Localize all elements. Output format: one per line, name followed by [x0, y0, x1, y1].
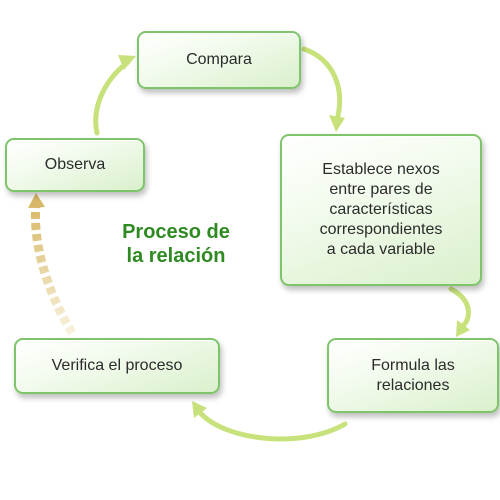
arrow-compara-to-establece-head — [329, 115, 345, 132]
arrow-establece-to-formula — [448, 286, 471, 330]
step-verifica: Verifica el proceso — [14, 338, 220, 394]
step-verifica-label: Verifica el proceso — [51, 357, 183, 374]
step-formula-line-2: relaciones — [376, 376, 450, 394]
arrow-formula-to-verifica — [195, 407, 348, 442]
step-establece-nexos: Establece nexos entre pares de caracterí… — [280, 134, 482, 286]
step-establece-line-5: a cada variable — [326, 241, 436, 258]
step-compara: Compara — [137, 31, 301, 89]
step-formula: Formula las relaciones — [327, 338, 499, 413]
diagram-title-line-2: la relación — [126, 245, 226, 267]
step-establece-line-2: entre pares de — [329, 181, 433, 198]
step-observa: Observa — [5, 138, 145, 192]
step-establece-line-4: correspondientes — [319, 221, 443, 238]
diagram-title-line-1: Proceso de — [122, 221, 230, 243]
step-formula-line-1: Formula las — [371, 356, 455, 374]
step-establece-line-3: características — [329, 201, 433, 218]
diagram-title: Proceso de la relación — [96, 220, 256, 268]
step-compara-label: Compara — [186, 51, 252, 68]
step-establece-line-1: Establece nexos — [322, 161, 440, 178]
arrow-formula-to-verifica-head — [192, 401, 207, 418]
arrow-observa-to-compara-head — [118, 55, 136, 70]
arrow-establece-to-formula-head — [456, 320, 470, 337]
step-observa-label: Observa — [44, 156, 106, 173]
arrow-verifica-to-observa-head — [28, 193, 45, 208]
arrow-compara-to-establece — [301, 46, 343, 123]
arrow-verifica-to-observa — [30, 204, 76, 336]
arrow-observa-to-compara — [93, 59, 131, 136]
